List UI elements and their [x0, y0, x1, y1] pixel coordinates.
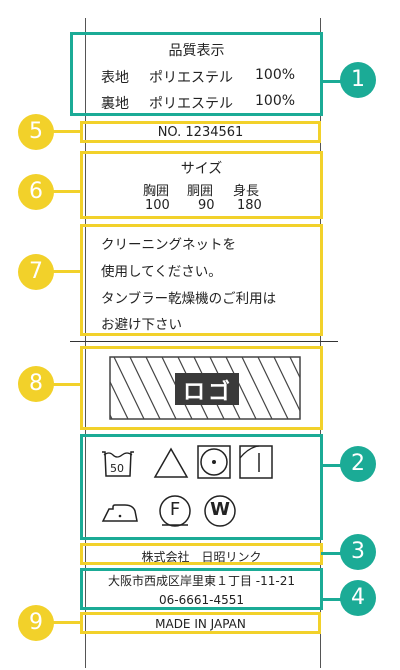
product-number: NO. 1234561 — [157, 125, 244, 140]
care-note-section: クリーニングネットを 使用してください。 タンブラー乾燥機のご利用は お避け下さ… — [80, 224, 323, 336]
callout-7: 7 — [18, 254, 54, 290]
callout-2: 2 — [340, 446, 376, 482]
callout-8: 8 — [18, 366, 54, 402]
iron-icon — [101, 504, 138, 522]
care-note-line-4: お避け下さい — [101, 317, 182, 333]
logo-text: ロゴ — [182, 380, 233, 405]
callout-6: 6 — [18, 174, 54, 210]
quality-title: 品質表示 — [168, 43, 225, 59]
wet-clean-w-icon — [204, 495, 236, 527]
outer-fabric-percent: 100% — [255, 67, 296, 83]
company-section: 株式会社 日昭リンク — [80, 543, 323, 565]
logo-hatched-panel — [109, 356, 301, 420]
line-dry-icon — [239, 445, 273, 479]
size-header-chest: 胸囲 — [143, 184, 170, 199]
size-value-chest: 100 — [145, 198, 170, 213]
wash-tub-icon — [102, 451, 134, 477]
number-section: NO. 1234561 — [80, 121, 321, 143]
logo-section: ロゴ — [80, 346, 323, 430]
wet-clean-w-letter: W — [210, 499, 230, 520]
care-note-line-3: タンブラー乾燥機のご利用は — [101, 291, 277, 307]
outer-fabric-material: ポリエステル — [149, 70, 233, 86]
size-title: サイズ — [180, 161, 223, 177]
size-value-height: 180 — [237, 198, 262, 213]
callout-3-leader — [321, 552, 343, 555]
size-value-waist: 90 — [198, 198, 215, 213]
wash-temperature: 50 — [110, 462, 124, 475]
bleach-triangle-icon — [153, 447, 189, 478]
origin-section: MADE IN JAPAN — [80, 612, 321, 634]
callout-6-leader — [50, 190, 82, 193]
size-header-height: 身長 — [233, 184, 260, 199]
size-section: サイズ 胸囲 胴囲 身長 100 90 180 — [80, 151, 323, 219]
callout-7-leader — [50, 270, 82, 273]
care-symbols-section: 50 F W — [80, 434, 323, 540]
callout-5-leader — [50, 130, 82, 133]
outer-fabric-part: 表地 — [101, 70, 129, 86]
callout-9: 9 — [18, 605, 54, 641]
address-section: 大阪市西成区岸里東１丁目 -11-21 06-6661-4551 — [80, 568, 323, 610]
callout-4-leader — [321, 598, 343, 601]
section-divider — [70, 341, 338, 342]
dry-clean-f-icon — [159, 495, 191, 527]
origin-text: MADE IN JAPAN — [155, 617, 246, 631]
callout-5: 5 — [18, 114, 54, 150]
lining-material: ポリエステル — [149, 96, 233, 112]
size-header-waist: 胴囲 — [187, 184, 214, 199]
company-name: 株式会社 日昭リンク — [141, 550, 262, 564]
callout-1-leader — [323, 80, 343, 83]
care-label-strip — [85, 18, 321, 668]
dry-clean-f-letter: F — [169, 499, 181, 520]
phone-number: 06-6661-4551 — [158, 593, 244, 607]
callout-8-leader — [50, 383, 82, 386]
quality-section: 品質表示 表地 ポリエステル 100% 裏地 ポリエステル 100% — [70, 32, 323, 116]
lining-percent: 100% — [255, 93, 296, 109]
care-note-line-1: クリーニングネットを — [101, 237, 236, 253]
callout-9-leader — [50, 621, 82, 624]
callout-3: 3 — [340, 534, 376, 570]
care-note-line-2: 使用してください。 — [101, 264, 222, 280]
address-line: 大阪市西成区岸里東１丁目 -11-21 — [107, 574, 295, 588]
lining-part: 裏地 — [101, 96, 129, 112]
callout-4: 4 — [340, 580, 376, 616]
callout-2-leader — [321, 464, 343, 467]
callout-1: 1 — [340, 62, 376, 98]
tumble-dry-icon — [197, 445, 231, 479]
